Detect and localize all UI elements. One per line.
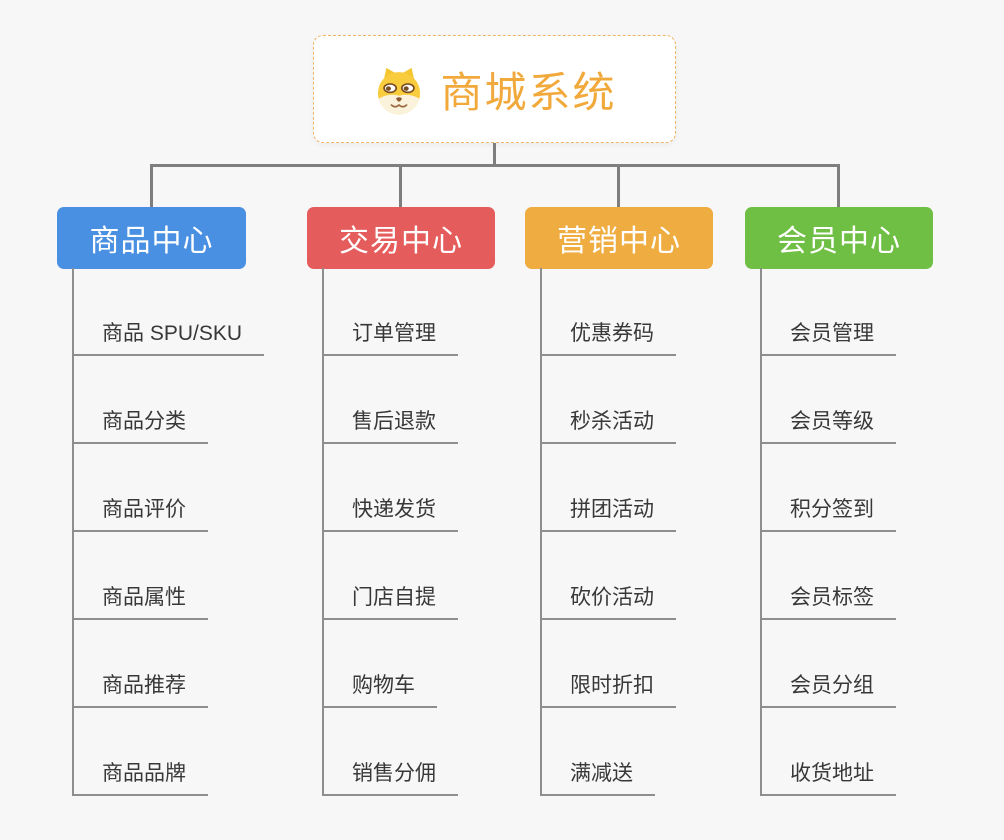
subtopic-row: 门店自提 <box>322 532 562 620</box>
subtopic-row: 会员分组 <box>760 620 1000 708</box>
branch-children-member: 会员管理 会员等级 积分签到 会员标签 会员分组 收货地址 <box>760 268 1000 796</box>
branch-topic-product-center[interactable]: 商品中心 <box>57 207 246 269</box>
subtopic-aftersale-refund[interactable]: 售后退款 <box>322 405 458 444</box>
subtopic-row: 拼团活动 <box>540 444 780 532</box>
subtopic-row: 商品属性 <box>72 532 312 620</box>
subtopic-product-attribute[interactable]: 商品属性 <box>72 581 208 620</box>
subtopic-row: 积分签到 <box>760 444 1000 532</box>
branch-children-trade: 订单管理 售后退款 快递发货 门店自提 购物车 销售分佣 <box>322 268 562 796</box>
connector-root-stem <box>493 143 496 167</box>
subtopic-row: 销售分佣 <box>322 708 562 796</box>
subtopic-product-spu-sku[interactable]: 商品 SPU/SKU <box>72 317 265 356</box>
subtopic-time-limited-discount[interactable]: 限时折扣 <box>540 669 676 708</box>
branch-topic-trade-center[interactable]: 交易中心 <box>307 207 495 269</box>
connector-trunk-marketing <box>540 268 542 796</box>
connector-stub-member <box>837 164 840 207</box>
subtopic-row: 售后退款 <box>322 356 562 444</box>
connector-horizontal-rail <box>150 164 840 167</box>
branch-children-product: 商品 SPU/SKU 商品分类 商品评价 商品属性 商品推荐 商品品牌 <box>72 268 312 796</box>
subtopic-express-delivery[interactable]: 快递发货 <box>322 493 458 532</box>
subtopic-row: 会员标签 <box>760 532 1000 620</box>
connector-stub-marketing <box>617 164 620 207</box>
subtopic-row: 满减送 <box>540 708 780 796</box>
subtopic-row: 优惠券码 <box>540 268 780 356</box>
subtopic-row: 会员管理 <box>760 268 1000 356</box>
subtopic-row: 快递发货 <box>322 444 562 532</box>
subtopic-row: 商品推荐 <box>72 620 312 708</box>
subtopic-group-buy[interactable]: 拼团活动 <box>540 493 676 532</box>
connector-stub-trade <box>399 164 402 207</box>
subtopic-member-tag[interactable]: 会员标签 <box>760 581 896 620</box>
subtopic-row: 订单管理 <box>322 268 562 356</box>
subtopic-member-management[interactable]: 会员管理 <box>760 317 896 356</box>
subtopic-row: 会员等级 <box>760 356 1000 444</box>
subtopic-full-reduction[interactable]: 满减送 <box>540 757 655 796</box>
subtopic-shipping-address[interactable]: 收货地址 <box>760 757 896 796</box>
subtopic-row: 商品评价 <box>72 444 312 532</box>
subtopic-member-level[interactable]: 会员等级 <box>760 405 896 444</box>
branch-topic-marketing-center[interactable]: 营销中心 <box>525 207 713 269</box>
subtopic-shopping-cart[interactable]: 购物车 <box>322 669 437 708</box>
subtopic-row: 商品 SPU/SKU <box>72 268 312 356</box>
subtopic-row: 商品分类 <box>72 356 312 444</box>
subtopic-product-category[interactable]: 商品分类 <box>72 405 208 444</box>
subtopic-coupon-code[interactable]: 优惠券码 <box>540 317 676 356</box>
subtopic-product-brand[interactable]: 商品品牌 <box>72 757 208 796</box>
doge-icon <box>378 67 421 115</box>
subtopic-flash-sale[interactable]: 秒杀活动 <box>540 405 676 444</box>
branch-topic-member-center[interactable]: 会员中心 <box>745 207 933 269</box>
root-topic[interactable]: 商城系统 <box>313 35 676 143</box>
connector-trunk-trade <box>322 268 324 796</box>
subtopic-row: 收货地址 <box>760 708 1000 796</box>
subtopic-store-pickup[interactable]: 门店自提 <box>322 581 458 620</box>
root-title: 商城系统 <box>440 68 617 116</box>
subtopic-order-management[interactable]: 订单管理 <box>322 317 458 356</box>
subtopic-product-recommend[interactable]: 商品推荐 <box>72 669 208 708</box>
subtopic-row: 砍价活动 <box>540 532 780 620</box>
subtopic-points-checkin[interactable]: 积分签到 <box>760 493 896 532</box>
connector-trunk-product <box>72 268 74 796</box>
subtopic-row: 秒杀活动 <box>540 356 780 444</box>
subtopic-member-group[interactable]: 会员分组 <box>760 669 896 708</box>
subtopic-product-review[interactable]: 商品评价 <box>72 493 208 532</box>
connector-stub-product <box>150 164 153 207</box>
subtopic-sales-commission[interactable]: 销售分佣 <box>322 757 458 796</box>
branch-children-marketing: 优惠券码 秒杀活动 拼团活动 砍价活动 限时折扣 满减送 <box>540 268 780 796</box>
subtopic-row: 购物车 <box>322 620 562 708</box>
connector-trunk-member <box>760 268 762 796</box>
subtopic-row: 限时折扣 <box>540 620 780 708</box>
subtopic-row: 商品品牌 <box>72 708 312 796</box>
subtopic-bargain-activity[interactable]: 砍价活动 <box>540 581 676 620</box>
